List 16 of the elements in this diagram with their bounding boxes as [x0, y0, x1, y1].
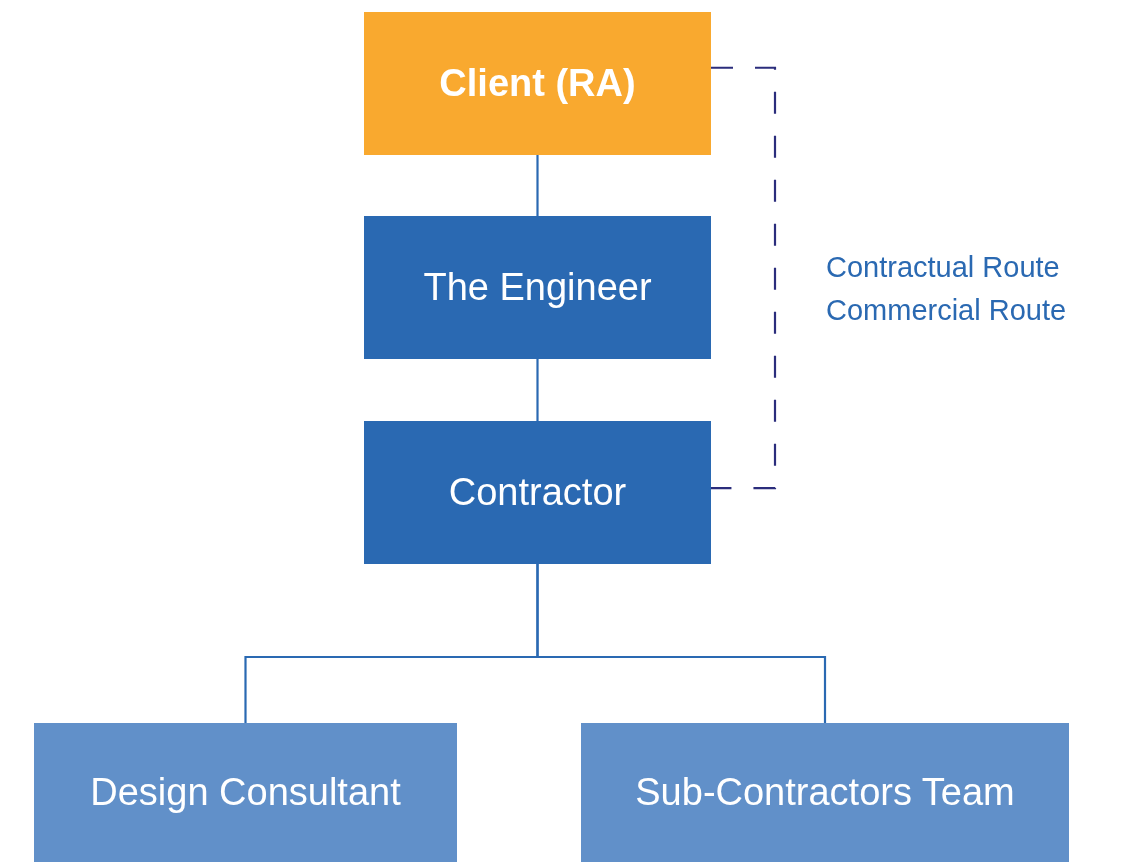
- connector-line: [536, 564, 827, 723]
- box-title: Client (RA): [439, 62, 636, 105]
- box-title: Sub-Contractors Team: [635, 771, 1015, 814]
- org-box: [364, 421, 711, 564]
- route-label: Commercial Route: [826, 294, 1067, 327]
- connector-line: [536, 359, 539, 421]
- route-label: Contractual Route: [826, 251, 1060, 284]
- org-box: [364, 12, 711, 155]
- org-box: [34, 723, 457, 862]
- org-box: [581, 723, 1069, 862]
- dashed-connector: [711, 66, 777, 490]
- org-box: [364, 216, 711, 359]
- box-title: Contractor: [448, 471, 627, 514]
- box-title: Design Consultant: [90, 771, 401, 814]
- box-title: The Engineer: [423, 266, 652, 309]
- connector-line: [536, 155, 539, 216]
